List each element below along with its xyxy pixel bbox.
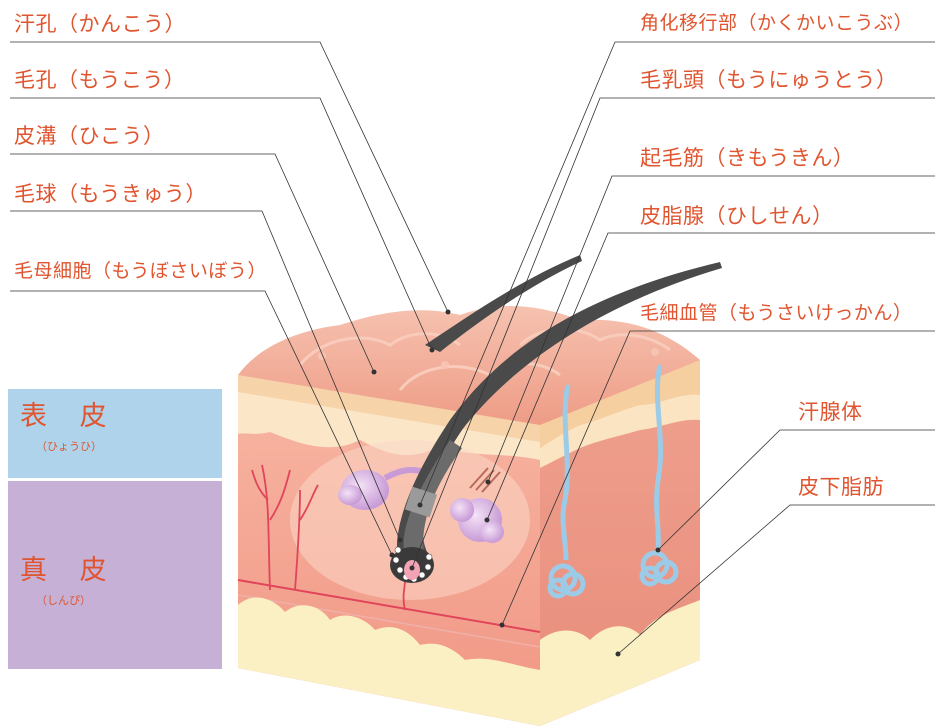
label-hair-matrix-cells: 毛母細胞（もうぼさいぼう） (14, 260, 267, 282)
hair-follicle (390, 255, 722, 583)
sebaceous-glands (338, 467, 504, 543)
capillary-vessels (251, 464, 407, 611)
arrector-muscle (469, 467, 501, 493)
sweat-glands (547, 364, 679, 599)
dermis-title: 真 皮 (20, 555, 119, 586)
dermis-reading: （しんぴ） (36, 594, 91, 607)
leader-dots (371, 309, 661, 657)
dermis-panel: 真 皮 （しんぴ） (8, 481, 222, 669)
epidermis-reading: （ひょうひ） (36, 440, 102, 453)
label-sebaceous-gland: 皮脂腺（ひしせん） (640, 204, 834, 228)
label-skin-groove: 皮溝（ひこう） (14, 124, 165, 148)
epidermis-panel: 表 皮 （ひょうひ） (8, 389, 222, 478)
epidermis-title: 表 皮 (20, 401, 119, 432)
label-keratinization-zone: 角化移行部（かくかいこうぶ） (640, 12, 914, 34)
skin-front-face (237, 375, 541, 726)
label-subcutaneous-fat: 皮下脂肪 (798, 475, 884, 499)
label-capillary: 毛細血管（もうさいけっかん） (640, 302, 913, 324)
label-hair-bulb: 毛球（もうきゅう） (14, 182, 207, 206)
label-sweat-gland: 汗腺体 (798, 400, 863, 424)
label-hair-pore: 毛孔（もうこう） (14, 68, 186, 92)
skin-top-surface (238, 305, 700, 425)
label-sweat-pore: 汗孔（かんこう） (14, 12, 186, 36)
label-arrector-pili: 起毛筋（きもうきん） (640, 146, 855, 170)
label-dermal-papilla: 毛乳頭（もうにゅうとう） (640, 68, 898, 92)
leader-lines (10, 41, 935, 655)
